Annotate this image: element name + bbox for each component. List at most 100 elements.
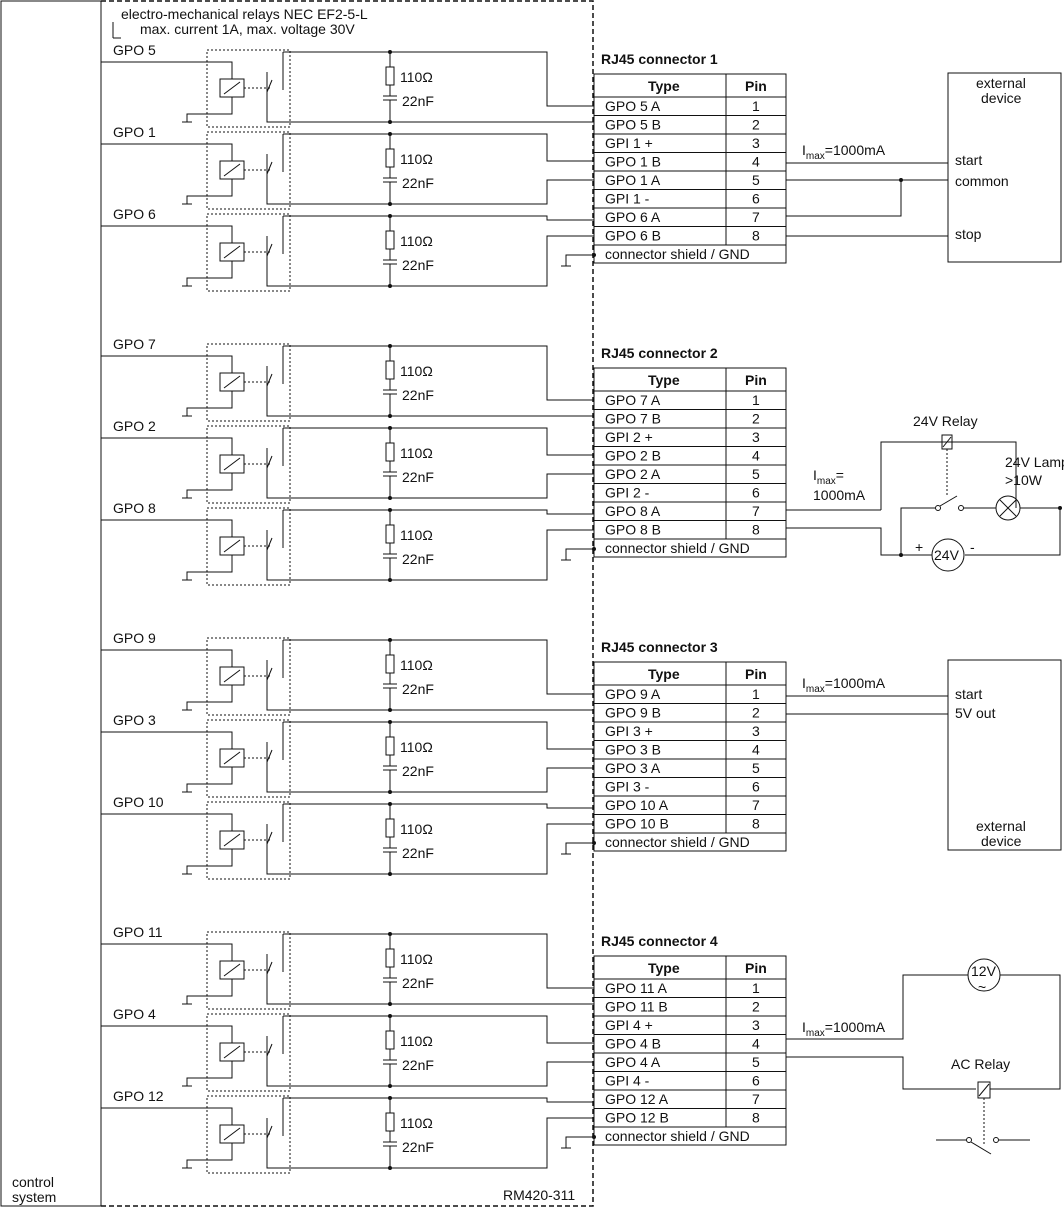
capacitor-value: 22nF [402, 975, 434, 991]
resistor [385, 442, 395, 462]
connector-title: RJ45 connector 2 [601, 345, 718, 361]
pin-number: 3 [752, 723, 760, 739]
ext3-out: 5V out [955, 705, 996, 721]
capacitor-value: 22nF [402, 1057, 434, 1073]
table-header-type: Type [648, 666, 680, 682]
table-header-type: Type [648, 960, 680, 976]
pin-table [593, 367, 787, 558]
pin-number: 6 [752, 191, 760, 207]
pin-number: 3 [752, 135, 760, 151]
pin-table [593, 955, 787, 1146]
pin-type: GPO 7 B [605, 411, 661, 427]
connector-title: RJ45 connector 3 [601, 639, 718, 655]
ext2-relay-label: 24V Relay [913, 413, 978, 429]
pin-number: 4 [752, 1036, 760, 1052]
pin-type: GPO 10 A [605, 797, 669, 813]
pin-table [593, 73, 787, 264]
table-header-pin: Pin [745, 960, 767, 976]
resistor [385, 360, 395, 380]
capacitor-value: 22nF [402, 93, 434, 109]
relay-box [206, 931, 291, 1010]
resistor-value: 110Ω [400, 951, 433, 967]
control-system-block [0, 0, 102, 1207]
relays-description: electro-mechanical relays NEC EF2-5-L [121, 6, 368, 22]
ext3-start: start [955, 686, 982, 702]
control-system-label-1: control [12, 1174, 54, 1190]
pin-type: GPO 8 B [605, 522, 661, 538]
capacitor-value: 22nF [402, 1139, 434, 1155]
ext2-plus: + [915, 539, 923, 555]
resistor-value: 110Ω [400, 363, 433, 379]
resistor [385, 148, 395, 168]
gpo-label: GPO 9 [113, 630, 156, 646]
external-device-4: Imax=1000mA 12V ~ AC Relay [786, 958, 1061, 1155]
connector-title: RJ45 connector 1 [601, 51, 718, 67]
resistor [385, 524, 395, 544]
external-device-1-box [947, 72, 1062, 263]
relay-box [206, 507, 291, 586]
pin-number: 6 [752, 1073, 760, 1089]
device-boundary [101, 0, 594, 1207]
gpo-label: GPO 6 [113, 206, 156, 222]
gpo-label: GPO 2 [113, 418, 156, 434]
pin-number: 5 [752, 1054, 760, 1070]
capacitor-value: 22nF [402, 469, 434, 485]
table-header-type: Type [648, 372, 680, 388]
pin-number: 8 [752, 816, 760, 832]
pin-type: GPI 4 - [605, 1073, 650, 1089]
resistor [385, 1030, 395, 1050]
pin-number: 1 [752, 980, 760, 996]
pin-type: GPO 10 B [605, 816, 669, 832]
pin-type: GPO 11 A [605, 980, 668, 996]
resistor-value: 110Ω [400, 821, 433, 837]
resistor-value: 110Ω [400, 527, 433, 543]
gpo-label: GPO 5 [113, 42, 156, 58]
pin-type: GPO 6 A [605, 209, 661, 225]
dc-source-icon [931, 538, 965, 572]
pin-number: 1 [752, 686, 760, 702]
connector-title: RJ45 connector 4 [601, 933, 718, 949]
pin-number: 8 [752, 522, 760, 538]
capacitor-value: 22nF [402, 681, 434, 697]
resistor [385, 654, 395, 674]
pin-type: GPO 1 A [605, 172, 661, 188]
ext2-source: 24V [934, 547, 960, 563]
pin-number: 2 [752, 117, 760, 133]
relay-box [206, 49, 291, 128]
pin-type: GPO 12 A [605, 1091, 669, 1107]
ext2-lamp-2: >10W [1005, 472, 1043, 488]
gpo-label: GPO 4 [113, 1006, 156, 1022]
pin-number: 7 [752, 503, 760, 519]
ext2-imax: Imax= [813, 467, 844, 487]
table-header-pin: Pin [745, 666, 767, 682]
capacitor-value: 22nF [402, 175, 434, 191]
external-device-1: external device start common stop Imax=1… [786, 72, 1062, 263]
gpo-label: GPO 8 [113, 500, 156, 516]
resistor [385, 948, 395, 968]
external-device-2: 24V Relay 24V Lamp >10W Imax= 1000mA 24V… [786, 413, 1064, 572]
ext2-imax-value: 1000mA [813, 487, 866, 503]
pin-number: 2 [752, 705, 760, 721]
pin-type: GPO 9 A [605, 686, 661, 702]
table-header-pin: Pin [745, 372, 767, 388]
ext4-imax: Imax=1000mA [802, 1019, 886, 1039]
relay-box [206, 131, 291, 210]
external-device-3: start 5V out external device Imax=1000mA [786, 659, 1062, 851]
pin-type: GPI 1 - [605, 191, 650, 207]
resistor-value: 110Ω [400, 1115, 433, 1131]
pin-type: GPO 3 B [605, 742, 661, 758]
ext3-title-2: device [981, 833, 1022, 849]
pin-number: 7 [752, 209, 760, 225]
pin-number: 8 [752, 1110, 760, 1126]
relay-box [206, 1013, 291, 1092]
ext1-title-2: device [981, 90, 1022, 106]
capacitor-value: 22nF [402, 845, 434, 861]
pin-number: 6 [752, 779, 760, 795]
pin-table [593, 661, 787, 852]
ext4-relay-label: AC Relay [951, 1056, 1010, 1072]
pin-type: GPI 3 + [605, 723, 653, 739]
resistor [385, 818, 395, 838]
